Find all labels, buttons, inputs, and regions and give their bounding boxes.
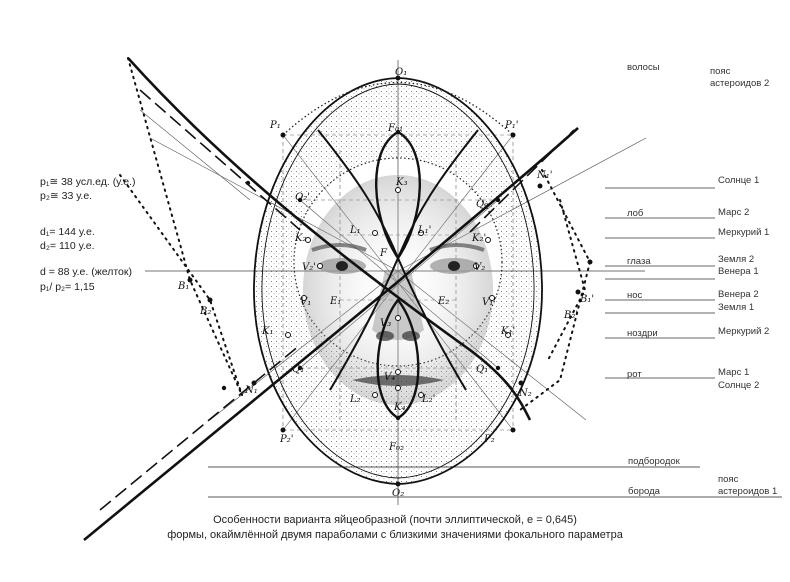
svg-text:B₂': B₂' xyxy=(563,310,578,321)
svg-text:K₂: K₂ xyxy=(294,233,306,244)
open-points xyxy=(285,187,511,398)
svg-text:V₁': V₁' xyxy=(482,297,496,308)
dashed-line-2 xyxy=(99,344,301,511)
dotted-envelope-left xyxy=(119,57,243,396)
svg-text:Q₁: Q₁ xyxy=(292,364,304,375)
key-points xyxy=(187,75,593,487)
label-nose: нос xyxy=(627,290,643,301)
svg-text:V₂: V₂ xyxy=(474,262,485,273)
label-mercury1: Меркурий 1 xyxy=(718,227,770,238)
caption-line-2: формы, окаймлённой двумя параболами с бл… xyxy=(167,529,623,541)
svg-text:V₃: V₃ xyxy=(380,318,391,329)
label-chin: подбородок xyxy=(628,456,680,467)
svg-text:P₁: P₁ xyxy=(269,120,281,131)
parabola-1 xyxy=(127,57,532,421)
param-p2: p₂≅ 33 у.е. xyxy=(40,190,93,202)
svg-text:B₁': B₁' xyxy=(579,294,594,305)
svg-text:K₃: K₃ xyxy=(395,177,407,188)
svg-text:O₁: O₁ xyxy=(395,67,407,78)
dashed-line-3 xyxy=(469,129,575,233)
svg-text:L₁': L₁' xyxy=(417,225,431,236)
label-mouth: рот xyxy=(627,369,642,380)
svg-text:P₁': P₁' xyxy=(504,120,519,131)
svg-text:Q₁': Q₁' xyxy=(476,364,491,375)
svg-text:F: F xyxy=(379,248,388,259)
label-beard: борода xyxy=(628,486,660,497)
svg-text:E₁: E₁ xyxy=(329,296,341,307)
label-hair: волосы xyxy=(627,62,660,73)
svg-text:K₁: K₁ xyxy=(261,326,273,337)
svg-text:L₂: L₂ xyxy=(349,394,361,405)
svg-text:V₁: V₁ xyxy=(300,297,311,308)
cross-curve-right xyxy=(317,129,467,391)
svg-text:L₂': L₂' xyxy=(421,394,435,405)
yolk-circle xyxy=(293,157,503,367)
svg-text:P₂: P₂ xyxy=(483,434,495,445)
label-mars2: Марс 2 xyxy=(718,207,750,218)
label-earth2: Земля 2 xyxy=(718,254,755,265)
svg-text:K₂': K₂' xyxy=(471,233,486,244)
svg-text:N₂: N₂ xyxy=(518,388,532,399)
svg-text:F₀₂: F₀₂ xyxy=(388,442,404,453)
svg-text:V₂': V₂' xyxy=(302,262,316,273)
stipple-region xyxy=(253,78,543,484)
label-earth1: Земля 1 xyxy=(718,302,755,313)
svg-text:P₂': P₂' xyxy=(279,434,294,445)
param-p1: p₁≅ 38 усл.ед. (у.е.) xyxy=(40,176,136,188)
top-dotted-arc xyxy=(282,82,514,136)
svg-text:B₂: B₂ xyxy=(199,306,211,317)
point-labels: O₁ O₂ F₀₁ F₀₂ F P₁ P₁' P₂ P₂' N₁' N₁ N₂ … xyxy=(177,67,594,499)
svg-text:Q₂: Q₂ xyxy=(476,199,488,210)
svg-text:F₀₁: F₀₁ xyxy=(387,123,403,134)
svg-text:N₁': N₁' xyxy=(536,170,553,181)
svg-text:Q₂': Q₂' xyxy=(295,192,310,203)
svg-text:V₄: V₄ xyxy=(384,372,395,383)
label-venus2: Венера 2 xyxy=(718,289,759,300)
svg-text:L₁: L₁ xyxy=(349,225,361,236)
parabola-2 xyxy=(83,127,579,542)
dotted-envelope-right xyxy=(519,169,592,411)
param-d1: d₁= 144 у.е. xyxy=(40,226,95,238)
param-ratio: p₁/ p₂= 1,15 xyxy=(40,281,95,293)
svg-text:N₁: N₁ xyxy=(244,385,258,396)
label-asteroids1: пояс астероидов 1 xyxy=(718,474,778,497)
svg-text:E₂: E₂ xyxy=(437,296,449,307)
label-venus1: Венера 1 xyxy=(718,266,759,277)
svg-text:O₂: O₂ xyxy=(392,488,404,499)
label-sun1: Солнце 1 xyxy=(718,175,760,186)
label-forehead: лоб xyxy=(627,208,644,219)
param-d2: d₂= 110 у.е. xyxy=(40,240,95,252)
label-mars1: Марс 1 xyxy=(718,367,750,378)
svg-text:K₁': K₁' xyxy=(500,326,515,337)
svg-text:K₄: K₄ xyxy=(393,402,405,413)
param-d: d = 88 у.е. (желток) xyxy=(40,266,132,278)
label-mercury2: Меркурий 2 xyxy=(718,326,770,337)
svg-text:B₁: B₁ xyxy=(177,281,189,292)
caption-line-1: Особенности варианта яйцеобразной (почти… xyxy=(213,514,577,526)
label-asteroids2: пояс астероидов 2 xyxy=(710,66,770,89)
right-label-rules xyxy=(605,187,715,379)
label-nostrils: ноздри xyxy=(627,328,658,339)
dashed-line-1 xyxy=(139,89,301,231)
label-sun2: Солнце 2 xyxy=(718,380,760,391)
label-eyes: глаза xyxy=(627,256,651,267)
